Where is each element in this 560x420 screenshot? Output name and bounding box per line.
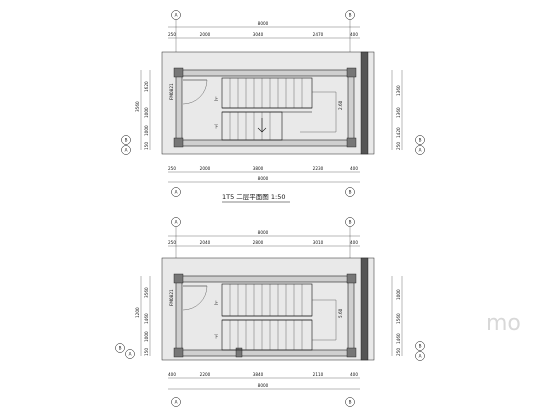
axis-bubble-bottom-right: B [345, 397, 355, 407]
axis-bubble-left-bottom: A [125, 349, 135, 359]
svg-text:3800: 3800 [253, 166, 264, 171]
svg-text:下: 下 [214, 124, 218, 130]
svg-text:A: A [129, 352, 132, 357]
svg-text:1000: 1000 [144, 125, 149, 136]
svg-text:2800: 2800 [253, 240, 264, 245]
axis-bubble-bottom-right: B [345, 187, 355, 197]
svg-text:400: 400 [350, 240, 358, 245]
svg-text:3560: 3560 [135, 101, 140, 112]
svg-text:1200: 1200 [135, 307, 140, 318]
svg-text:上: 上 [214, 95, 218, 101]
svg-text:1460: 1460 [396, 333, 401, 344]
svg-text:B: B [349, 220, 352, 225]
svg-text:250: 250 [168, 166, 176, 171]
svg-text:B: B [349, 13, 352, 18]
svg-text:B: B [419, 344, 422, 349]
dim-top-seg: 2470 [313, 32, 324, 37]
svg-text:A: A [175, 190, 178, 195]
svg-text:A: A [175, 220, 178, 225]
dim-top-seg: 400 [350, 32, 358, 37]
axis-bubble-right-top: B [415, 135, 425, 145]
svg-text:FM0821: FM0821 [169, 289, 174, 306]
svg-text:400: 400 [168, 372, 176, 377]
svg-text:250: 250 [396, 142, 401, 150]
svg-text:1360: 1360 [396, 107, 401, 118]
svg-text:B: B [349, 400, 352, 405]
svg-text:上: 上 [214, 299, 218, 305]
dim-top-seg: 2000 [200, 32, 211, 37]
svg-text:A: A [175, 13, 178, 18]
svg-text:1460: 1460 [144, 313, 149, 324]
axis-bubble-bottom-left: A [171, 187, 181, 197]
svg-text:2230: 2230 [313, 166, 324, 171]
svg-text:400: 400 [350, 372, 358, 377]
dim-total-top: 8000 [258, 21, 269, 26]
watermark: mo [486, 311, 521, 336]
svg-text:250: 250 [168, 240, 176, 245]
svg-text:8000: 8000 [258, 383, 269, 388]
stair-flight: 上 下 2.60 [214, 77, 343, 141]
svg-text:B: B [349, 190, 352, 195]
axis-bubble-left-bottom: A [121, 145, 131, 155]
axis-bubble-left-top: B [121, 135, 131, 145]
svg-text:1620: 1620 [144, 81, 149, 92]
svg-text:1000: 1000 [396, 289, 401, 300]
axis-bubble-top-left: A [171, 10, 181, 20]
axis-bubble-top-right: B [345, 10, 355, 20]
door-symbol: FM0821 [169, 79, 208, 105]
svg-text:5.60: 5.60 [338, 308, 343, 318]
svg-text:250: 250 [396, 348, 401, 356]
svg-text:2110: 2110 [313, 372, 324, 377]
plan-title: 1T5 二层平面图 1:50 [222, 193, 285, 201]
axis-bubble-right-top: B [415, 341, 425, 351]
axis-bubble-right-bottom: A [415, 351, 425, 361]
svg-text:3560: 3560 [144, 287, 149, 298]
axis-bubble-top-left: A [171, 217, 181, 227]
svg-text:3840: 3840 [253, 372, 264, 377]
svg-text:A: A [125, 148, 128, 153]
svg-text:A: A [175, 400, 178, 405]
stair-plan-upper: A B 8000 250 2000 3040 2470 400 [121, 10, 425, 203]
axis-bubble-bottom-left: A [171, 397, 181, 407]
door-symbol: FM0821 [169, 285, 208, 311]
svg-text:8000: 8000 [258, 176, 269, 181]
svg-text:1360: 1360 [396, 85, 401, 96]
svg-text:150: 150 [144, 348, 149, 356]
svg-text:A: A [419, 148, 422, 153]
svg-text:2040: 2040 [200, 240, 211, 245]
svg-text:B: B [419, 138, 422, 143]
svg-text:B: B [119, 346, 122, 351]
svg-text:400: 400 [350, 166, 358, 171]
stair-plan-lower: A B 8000 250 2040 2800 3010 400 FM0821 [115, 217, 425, 407]
svg-text:1000: 1000 [144, 107, 149, 118]
svg-text:150: 150 [144, 142, 149, 150]
svg-text:1420: 1420 [396, 127, 401, 138]
svg-text:下: 下 [214, 334, 218, 340]
dim-top-seg: 250 [168, 32, 176, 37]
svg-text:FM0821: FM0821 [169, 83, 174, 100]
stair-flight: 上 下 5.60 [214, 283, 343, 351]
svg-text:B: B [125, 138, 128, 143]
svg-text:1560: 1560 [396, 313, 401, 324]
svg-text:2.60: 2.60 [338, 100, 343, 110]
svg-text:8000: 8000 [258, 230, 269, 235]
svg-text:2000: 2000 [200, 166, 211, 171]
dim-top-seg: 3040 [253, 32, 264, 37]
svg-text:3010: 3010 [313, 240, 324, 245]
axis-bubble-left-top: B [115, 343, 125, 353]
svg-text:2200: 2200 [200, 372, 211, 377]
svg-text:A: A [419, 354, 422, 359]
axis-bubble-top-right: B [345, 217, 355, 227]
axis-bubble-right-bottom: A [415, 145, 425, 155]
svg-text:1000: 1000 [144, 331, 149, 342]
